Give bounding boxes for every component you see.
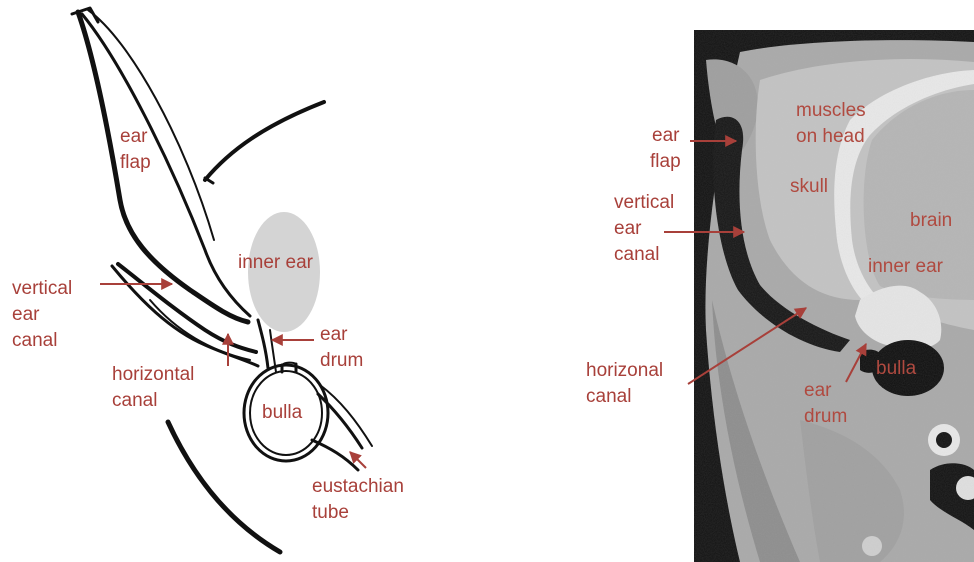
scan-label-brain: brain bbox=[910, 210, 952, 231]
right-labels-outside: ear flap vertical ear canal horizonal ca… bbox=[586, 125, 681, 407]
vertical-canal-wall bbox=[118, 264, 256, 352]
label-inner-ear: inner ear bbox=[238, 252, 314, 273]
scan-label-ear-flap-2: flap bbox=[650, 151, 681, 172]
left-ear-diagram bbox=[72, 8, 372, 552]
scan-label-horizonal-1: horizonal bbox=[586, 360, 663, 381]
label-vertical-1: vertical bbox=[12, 278, 72, 299]
scan-label-ear-flap-1: ear bbox=[652, 125, 680, 146]
label-ear-drum-1: ear bbox=[320, 324, 348, 345]
label-vertical-2: ear bbox=[12, 304, 40, 325]
head-outline bbox=[205, 102, 324, 180]
label-bulla: bulla bbox=[262, 402, 303, 423]
label-horizontal-2: canal bbox=[112, 390, 157, 411]
scan-label-muscles-2: on head bbox=[796, 126, 865, 147]
scan-label-vertical-2: ear bbox=[614, 218, 642, 239]
scan-label-ear-drum-1: ear bbox=[804, 380, 832, 401]
label-eustachian-1: eustachian bbox=[312, 476, 404, 497]
label-ear-drum-2: drum bbox=[320, 350, 363, 371]
scan-label-vertical-3: canal bbox=[614, 244, 659, 265]
jaw-outline bbox=[168, 422, 280, 552]
label-horizontal-1: horizontal bbox=[112, 364, 194, 385]
scan-label-muscles-1: muscles bbox=[796, 100, 866, 121]
label-ear-flap-2: flap bbox=[120, 152, 151, 173]
scan-label-vertical-1: vertical bbox=[614, 192, 674, 213]
scan-label-ear-drum-2: drum bbox=[804, 406, 847, 427]
left-labels: ear flap vertical ear canal inner ear ho… bbox=[12, 126, 404, 523]
label-ear-flap-1: ear bbox=[120, 126, 148, 147]
label-vertical-3: canal bbox=[12, 330, 57, 351]
scan-label-horizonal-2: canal bbox=[586, 386, 631, 407]
ear-flap-outline bbox=[78, 12, 248, 322]
label-eustachian-2: tube bbox=[312, 502, 349, 523]
scan-label-inner-ear: inner ear bbox=[868, 256, 944, 277]
scan-label-skull: skull bbox=[790, 176, 828, 197]
scan-label-bulla: bulla bbox=[876, 358, 917, 379]
